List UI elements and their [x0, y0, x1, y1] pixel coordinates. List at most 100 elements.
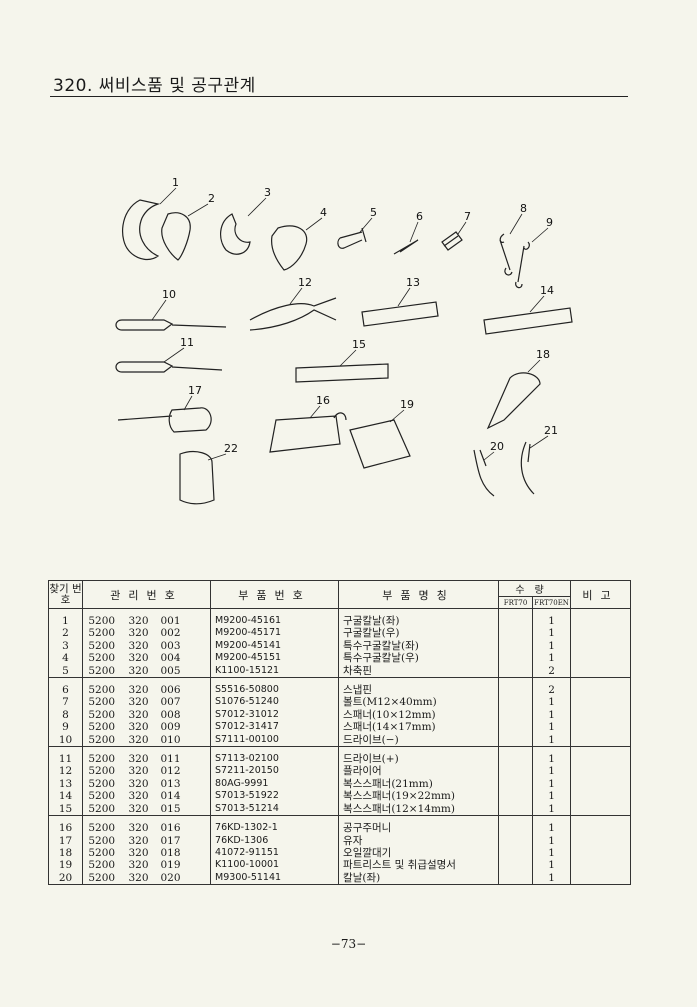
part-5-axle-pin: [337, 227, 367, 249]
mgmt-no-c-cell: 019: [156, 859, 212, 872]
callout-20: 20: [490, 440, 504, 453]
find-no-cell: 3: [48, 639, 83, 653]
part-number-cell: K1100-10001: [210, 859, 340, 872]
qty-frt70-cell: [498, 859, 534, 872]
mgmt-no-b-cell: 320: [120, 733, 157, 748]
qty-frt70en-cell: 1: [532, 859, 572, 872]
qty-frt70en-cell: 1: [532, 733, 572, 748]
mgmt-no-a-cell: 5200: [82, 696, 121, 709]
qty-frt70en-cell: 1: [532, 696, 572, 709]
mgmt-no-b-cell: 320: [128, 834, 149, 847]
part-16-tool-bag: [269, 412, 347, 453]
mgmt-no-c-cell: 015: [156, 802, 212, 817]
mgmt-no-b-cell: 320: [128, 696, 149, 709]
mgmt-no-a-cell: 5200: [82, 834, 121, 847]
mgmt-no-b-cell: 320: [128, 627, 149, 640]
remark-cell: [570, 639, 632, 653]
part-number-cell: S7012-31417: [210, 721, 340, 734]
callout-9: 9: [546, 216, 553, 229]
find-no-cell: 12: [48, 765, 83, 778]
qty-frt70en-cell: 1: [532, 765, 572, 778]
part-name-cell: 유자: [338, 834, 500, 847]
qty-frt70en-cell: 1: [532, 639, 572, 653]
part-4-blade: [271, 225, 308, 271]
header-qty-frt70: FRT70: [498, 596, 534, 609]
mgmt-no-b-cell: 320: [128, 708, 149, 721]
find-no-cell: 2: [48, 627, 83, 640]
callout-15: 15: [352, 338, 366, 351]
part-name-cell: 구굴칼날(우): [338, 627, 500, 640]
qty-frt70en-cell: 1: [532, 615, 572, 628]
part-13-box-spanner: [361, 301, 439, 327]
remark-cell: [570, 733, 632, 748]
mgmt-no-a-cell: 5200: [82, 721, 121, 734]
mgmt-no-a-cell: 5200: [82, 652, 121, 665]
remark-cell: [570, 765, 632, 778]
callout-17: 17: [188, 384, 202, 397]
callout-14: 14: [540, 284, 554, 297]
qty-frt70-cell: [498, 846, 534, 860]
qty-frt70-cell: [498, 652, 534, 665]
part-name-cell: 파트리스트 및 취급설명서: [338, 859, 500, 872]
find-no-cell: 20: [48, 871, 83, 886]
part-number-cell: 76KD-1302-1: [210, 822, 340, 835]
part-3-blade: [220, 213, 251, 255]
qty-frt70-cell: [498, 834, 534, 847]
parts-diagram: 1 2 3 4 5 6 7 8 9 10 11 12 13 14 15 16 1…: [115, 176, 573, 505]
mgmt-no-c-cell: 016: [156, 822, 212, 835]
header-part-no: 부품번호: [210, 580, 340, 609]
find-no-cell: 1: [48, 615, 83, 628]
qty-frt70-cell: [498, 790, 534, 803]
mgmt-no-a-cell: 5200: [82, 708, 121, 722]
part-20-blade: [473, 449, 495, 497]
part-name-cell: 스패너(14×17mm): [338, 721, 500, 734]
remark-cell: [570, 627, 632, 640]
find-no-cell: 11: [48, 753, 83, 766]
mgmt-no-b-cell: 320: [120, 871, 157, 886]
part-6-snap-pin: [393, 239, 419, 255]
part-name-cell: 복스스패너(12×14mm): [338, 802, 500, 817]
mgmt-no-a-cell: 5200: [82, 753, 121, 766]
qty-frt70en-cell: 1: [532, 652, 572, 665]
part-name-cell: 스냅핀: [338, 684, 500, 697]
part-number-cell: M9200-45171: [210, 627, 340, 640]
mgmt-no-a-cell: 5200: [82, 802, 121, 817]
find-no-cell: 9: [48, 721, 83, 734]
callout-19: 19: [400, 398, 414, 411]
find-no-cell: 10: [48, 733, 83, 748]
mgmt-no-c-cell: 018: [156, 846, 212, 860]
mgmt-no-c-cell: 011: [156, 753, 212, 766]
part-10-screwdriver-minus: [115, 319, 227, 331]
part-number-cell: S7111-00100: [210, 733, 340, 748]
mgmt-no-c-cell: 017: [156, 834, 212, 847]
part-name-cell: 오일깔대기: [338, 846, 500, 860]
callout-2: 2: [208, 192, 215, 205]
mgmt-no-c-cell: 010: [156, 733, 212, 748]
remark-cell: [570, 684, 632, 697]
mgmt-no-c-cell: 012: [156, 765, 212, 778]
callout-4: 4: [320, 206, 327, 219]
part-number-cell: M9300-51141: [210, 871, 340, 886]
qty-frt70-cell: [498, 664, 534, 679]
qty-frt70-cell: [498, 765, 534, 778]
qty-frt70en-cell: 1: [532, 871, 572, 886]
part-19-manual: [349, 419, 411, 469]
callout-22: 22: [224, 442, 238, 455]
qty-frt70-cell: [498, 708, 534, 722]
mgmt-no-b-cell: 320: [128, 859, 149, 872]
qty-frt70-cell: [498, 684, 534, 697]
mgmt-no-b-cell: 320: [128, 615, 149, 627]
part-name-cell: 복스스패너(21mm): [338, 777, 500, 791]
part-18-funnel: [486, 372, 541, 430]
group-spacer: [48, 746, 632, 754]
remark-cell: [570, 802, 632, 817]
part-name-cell: 구굴칼날(좌): [338, 615, 500, 628]
